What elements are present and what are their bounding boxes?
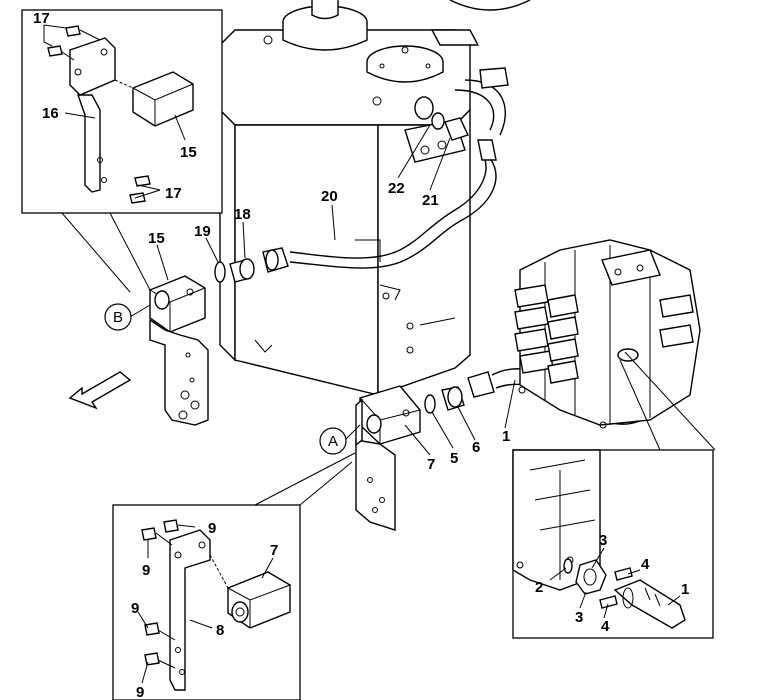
callout-22: 22 [388,180,405,197]
leader-lines [43,24,681,684]
callout-15-inset: 15 [180,144,197,161]
callout-1: 1 [502,428,510,445]
callout-4-top: 4 [641,556,650,573]
callout-19: 19 [194,223,211,240]
callout-18: 18 [234,206,251,223]
callouts: 17 16 15 17 15 19 18 20 22 21 7 5 6 1 9 … [33,10,689,700]
callout-9-top: 9 [208,520,216,537]
valve-block-assembly [355,368,646,531]
hydraulic-tank [219,0,531,396]
callout-20: 20 [321,188,338,205]
callout-1-inset: 1 [681,581,689,598]
view-ref-b-label: B [113,309,123,326]
callout-9-left: 9 [142,562,150,579]
control-valve [514,239,701,429]
view-ref-a-label: A [328,433,338,450]
callout-17-top: 17 [33,10,50,27]
callout-3-top: 3 [599,532,607,549]
callout-7: 7 [427,456,435,473]
view-reference-b: B [104,303,132,331]
callout-16: 16 [42,105,59,122]
bracket-view-b [149,275,209,426]
callout-4-bottom: 4 [601,618,610,635]
callout-8: 8 [216,622,224,639]
inset-view-b [21,9,223,293]
callout-21: 21 [422,192,439,209]
callout-3-bottom: 3 [575,609,583,626]
callout-15: 15 [148,230,165,247]
inset-fitting-detail [512,351,716,639]
callout-17-bottom: 17 [165,185,182,202]
callout-5: 5 [450,450,458,467]
callout-9-mid: 9 [131,600,139,617]
callout-7-inset: 7 [270,542,278,559]
front-direction-arrow-icon [68,371,132,410]
inset-view-a [112,452,356,700]
callout-9-bottom: 9 [136,684,144,700]
fitting-18-19 [214,247,289,283]
callout-6: 6 [472,439,480,456]
callout-2: 2 [535,579,543,596]
view-reference-a: A [319,427,347,455]
